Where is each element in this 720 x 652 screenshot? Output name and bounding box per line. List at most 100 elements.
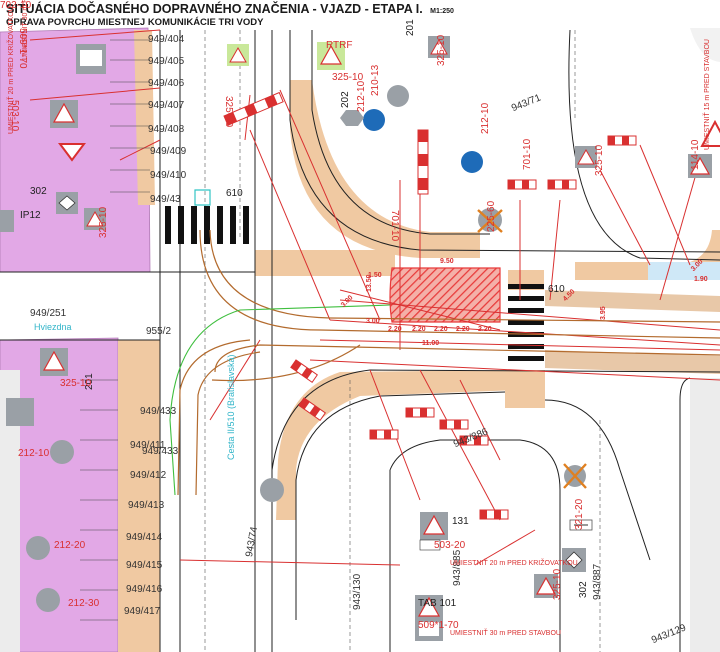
sidewalk-bottom-center: [276, 370, 520, 520]
parcel-label: 949/416: [126, 584, 163, 595]
house-number: 202: [340, 91, 351, 108]
curb-right-top: [568, 29, 720, 261]
dimension-value: 2.20: [388, 326, 402, 333]
parcel-label: 949/407: [148, 100, 185, 111]
place-name: Hviezdna: [34, 322, 72, 332]
sign-code: 212-20: [54, 540, 86, 551]
curb-bottom-curve-inner: [295, 391, 506, 620]
parcel-label: 949/406: [148, 78, 185, 89]
dimension-value: 2.20: [456, 326, 470, 333]
hatched-closure-zone: [389, 267, 501, 323]
dimension-value: 2.20: [412, 326, 426, 333]
cyan-marker: [194, 189, 211, 206]
dimension-value: 13.50: [366, 274, 373, 292]
sign-code: 509*1-70: [418, 620, 459, 631]
dimension-value: 1.50: [368, 272, 382, 279]
sidewalk-bottom-right: [505, 370, 545, 408]
zebra-crossing-top: [165, 206, 249, 244]
sign-code: 114-10: [690, 139, 701, 170]
parcel-label: 949/43: [150, 194, 181, 205]
parcel-label: 949/404: [148, 34, 185, 45]
street-name: Cesta II/510 (Bratislavská): [226, 354, 236, 460]
sign-code: 210-13: [370, 64, 381, 96]
parcel-label: 949/405: [148, 56, 185, 67]
parcel-label: 949/433: [140, 406, 177, 417]
parcel-label: 949/415: [126, 560, 163, 571]
plan-title: SITUÁCIA DOČASNÉHO DOPRAVNÉHO ZNAČENIA -…: [6, 2, 454, 16]
sidewalk-right-lower: [545, 290, 720, 312]
sign-squares: [40, 36, 712, 641]
sidewalk-road-strip: [255, 250, 395, 276]
sign-code: 503-20: [434, 540, 466, 551]
curb-top-curve-inner: [311, 30, 490, 235]
parcel-label: 949/417: [124, 606, 161, 617]
curb-inner-block: [389, 439, 561, 652]
water-strip: [648, 262, 720, 280]
sign-code: RTRF: [326, 40, 353, 51]
crossed-out-marks: [477, 209, 587, 489]
sidewalk-curve-top-center: [290, 80, 480, 258]
sign-code: 212-10: [18, 448, 50, 459]
dimension-value: 1.90: [694, 276, 708, 283]
house-number: 201: [405, 19, 416, 36]
parcel-label: 949/409: [150, 146, 187, 157]
parcel-label: 949/410: [150, 170, 187, 181]
sign-code: 702-10: [0, 0, 32, 11]
house-number: IP12: [20, 210, 41, 221]
sign-code: 325-10: [98, 206, 109, 238]
curb-right-bottom: [544, 399, 651, 561]
note-text: UMIESTNIŤ 15 m PRED STAVBOU: [704, 39, 711, 150]
sign-code: 325-10: [223, 96, 234, 128]
sidewalk-right-lower2: [545, 350, 720, 374]
dimension-value: 11.00: [422, 340, 440, 347]
sign-code: 325-10: [60, 378, 92, 389]
note-text: UMIESTNIŤ 20 m PRED KRIŽOVATKOU: [8, 6, 15, 134]
green-detour-route: [169, 304, 391, 496]
house-number: 302: [30, 186, 47, 197]
vehicle-route-lines: [177, 229, 720, 496]
note-text: UMIESTNIŤ 20 m PRED KRIŽOVATKOU: [450, 560, 578, 567]
sign-code: 701-10: [522, 138, 533, 170]
dimension-value: 3.00: [366, 318, 380, 325]
sign-code: 701-10: [389, 210, 400, 242]
grey-block-top-right-corner: [300, 28, 720, 62]
dimension-value: 2.20: [478, 326, 492, 333]
parcel-label: 949/413: [128, 500, 165, 511]
temporary-marking-lines: [29, 29, 720, 566]
parcel-label: 949/408: [148, 124, 185, 135]
parcel-label: 943/887: [592, 563, 603, 600]
sidewalk-bottom-left: [118, 340, 160, 652]
sign-code: 325-10: [436, 34, 447, 66]
parcel-label: 949/414: [126, 532, 163, 543]
sign-321: [569, 519, 593, 531]
parcel-label: 949/411: [130, 440, 166, 451]
parcel-label: 949/251: [30, 308, 67, 319]
sign-code: 212-30: [68, 598, 100, 609]
diamond-signs: [56, 192, 586, 572]
note-text: UMIESTNIŤ 30 m PRED STAVBOU: [22, 0, 29, 60]
dimension-value: 3.95: [600, 306, 607, 320]
house-number: 610: [548, 284, 565, 295]
note-text: UMIESTNIŤ 30 m PRED STAVBOU: [450, 630, 561, 637]
sign-code: 212-10: [356, 80, 367, 112]
sign-code: 321-20: [574, 498, 585, 530]
house-number: 131: [452, 516, 469, 527]
dimension-value: 9.50: [440, 258, 454, 265]
barrier-702-group: [290, 135, 637, 520]
house-number: TAB 101: [418, 598, 457, 609]
building-right-bottom: [690, 378, 720, 652]
sign-code: 325-10: [332, 72, 364, 83]
zebra-crossing-right: [508, 284, 544, 361]
parcel-label: 943/885: [452, 549, 463, 586]
parcel-label: 949/433: [142, 446, 179, 457]
barrier-701-vertical: [417, 129, 429, 195]
parcel-label: 943/130: [352, 573, 363, 610]
dimension-value: 2.20: [434, 326, 448, 333]
sidewalk-top-left-strip: [134, 30, 155, 205]
sign-code: 325-10: [552, 568, 563, 600]
curb-top-curve: [289, 30, 720, 253]
boundary-ticks: [80, 39, 150, 621]
sign-code: 225-60: [486, 200, 497, 232]
